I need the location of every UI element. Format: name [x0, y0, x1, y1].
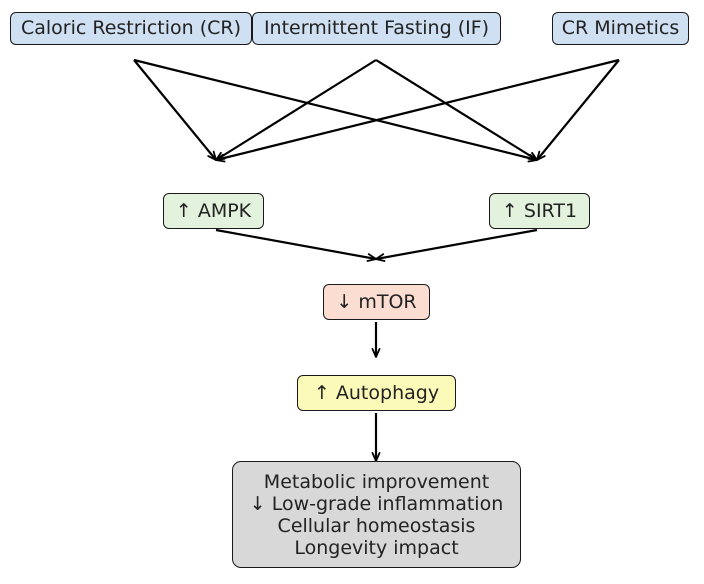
arrow-crm-to-ampk — [215, 58, 620, 163]
autophagy-box: ↑ Autophagy — [297, 375, 456, 411]
outcome-box: Metabolic improvement ↓ Low-grade inflam… — [232, 461, 521, 568]
cr-mimetics-box: CR Mimetics — [552, 12, 689, 45]
arrow-crm-to-sirt1 — [536, 59, 620, 161]
sirt1-box: ↑ SIRT1 — [489, 193, 590, 229]
arrow-cr-to-ampk — [133, 59, 217, 161]
arrow-if-to-sirt1 — [375, 59, 538, 161]
outcome-line-homeostasis: Cellular homeostasis — [277, 514, 476, 537]
outcome-line-longevity: Longevity impact — [294, 536, 459, 559]
mtor-box: ↓ mTOR — [323, 284, 430, 320]
outcome-line-metabolic: Metabolic improvement — [263, 470, 490, 493]
arrow-sirt1-to-mtor — [375, 228, 538, 262]
outcome-line-inflammation: ↓ Low-grade inflammation — [249, 492, 504, 515]
arrow-cr-to-sirt1 — [133, 58, 538, 163]
caloric-restriction-box: Caloric Restriction (CR) — [10, 12, 252, 45]
intermittent-fasting-box: Intermittent Fasting (IF) — [252, 12, 501, 45]
arrow-ampk-to-mtor — [215, 228, 377, 262]
ampk-box: ↑ AMPK — [163, 193, 264, 229]
arrow-if-to-ampk — [215, 59, 377, 161]
